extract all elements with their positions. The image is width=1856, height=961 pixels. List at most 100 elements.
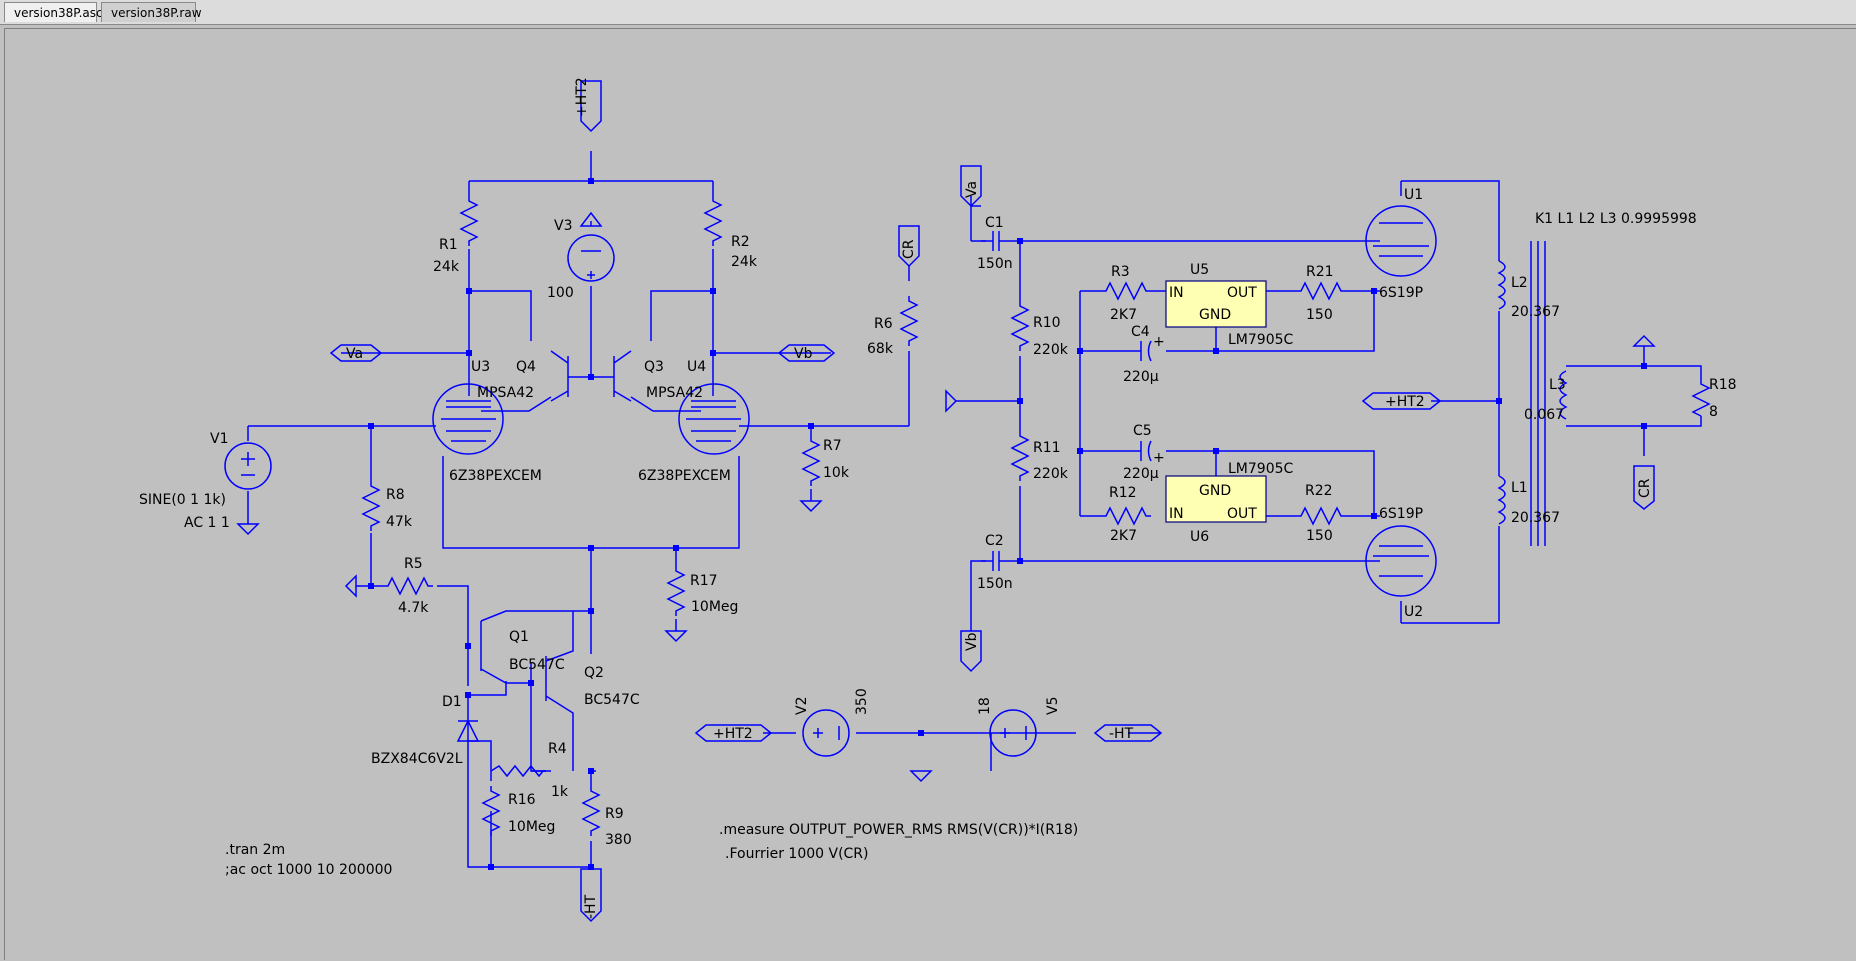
label-r11: R11 xyxy=(1033,440,1061,456)
transistors xyxy=(480,350,632,701)
resistor-r21 xyxy=(1296,281,1346,301)
tubes xyxy=(432,205,1437,597)
resistor-r9 xyxy=(581,786,601,836)
value-r21: 150 xyxy=(1306,307,1333,323)
capacitor-c4 xyxy=(1140,340,1152,362)
label-q1: Q1 xyxy=(509,629,529,645)
value-r5: 4.7k xyxy=(398,600,429,616)
label-q4: Q4 xyxy=(516,359,536,375)
label-r2: R2 xyxy=(731,234,750,250)
label-r12: R12 xyxy=(1109,485,1137,501)
resistor-r2 xyxy=(703,196,723,246)
label-c4: C4 xyxy=(1131,324,1150,340)
label-l1: L1 xyxy=(1511,480,1528,496)
value-c2: 150n xyxy=(977,576,1013,592)
net-label-vb-left: Vb xyxy=(794,346,813,362)
label-r4: R4 xyxy=(548,741,567,757)
voltage-source-v1 xyxy=(224,442,272,490)
value-r2: 24k xyxy=(731,254,758,270)
model-q2: BC547C xyxy=(584,692,640,708)
label-v3: V3 xyxy=(554,218,572,234)
zener-diode-d1 xyxy=(456,719,480,742)
value-r6: 68k xyxy=(867,341,894,357)
net-label-va-left: Va xyxy=(346,346,363,362)
label-r7: R7 xyxy=(823,438,842,454)
model-q1: BC547C xyxy=(509,657,565,673)
value-r8: 47k xyxy=(386,514,413,530)
resistor-symbols xyxy=(361,196,1711,836)
value-r17: 10Meg xyxy=(691,599,738,615)
resistor-r17 xyxy=(666,566,686,616)
u6-pin-out: OUT xyxy=(1227,506,1257,522)
tab-raw-file[interactable]: version38P.raw xyxy=(101,2,202,22)
transformer xyxy=(1497,241,1568,546)
value-c1: 150n xyxy=(977,256,1013,272)
tab-asc-file[interactable]: version38P.asc xyxy=(4,2,103,22)
value-r18: 8 xyxy=(1709,404,1718,420)
coupling-k1: K1 L1 L2 L3 0.9995998 xyxy=(1535,211,1697,227)
net-label-cr-top: CR xyxy=(901,239,917,259)
label-v1: V1 xyxy=(210,431,228,447)
tube-u3 xyxy=(432,383,504,455)
net-label-ht2-bottom: +HT2 xyxy=(713,726,753,742)
value-l3: 0.067 xyxy=(1524,407,1564,423)
tube-u1 xyxy=(1365,205,1437,277)
voltage-source-v5 xyxy=(989,709,1037,757)
label-r9: R9 xyxy=(605,806,624,822)
label-d1: D1 xyxy=(442,694,462,710)
label-c2: C2 xyxy=(985,533,1004,549)
value-l2: 20.367 xyxy=(1511,304,1560,320)
schematic-canvas[interactable]: +HT2 R1 24k R2 24k V3 100 Va Vb U3 Q4 MP… xyxy=(4,28,1856,960)
voltage-source-v3 xyxy=(567,234,615,282)
label-r1: R1 xyxy=(439,237,458,253)
label-r8: R8 xyxy=(386,487,405,503)
value-l1: 20.367 xyxy=(1511,510,1560,526)
regulator-u5-body xyxy=(1165,280,1267,328)
model-q3: MPSA42 xyxy=(646,385,703,401)
resistor-r8 xyxy=(361,481,381,531)
label-u5: U5 xyxy=(1190,262,1209,278)
value-v2: 350 xyxy=(854,688,870,715)
u6-pin-gnd: GND xyxy=(1199,483,1231,499)
label-u4: U4 xyxy=(687,359,706,375)
model-d1: BZX84C6V2L xyxy=(371,751,463,767)
label-r17: R17 xyxy=(690,573,718,589)
model-q4: MPSA42 xyxy=(477,385,534,401)
resistor-r18 xyxy=(1691,381,1711,417)
label-q2: Q2 xyxy=(584,665,604,681)
label-r16: R16 xyxy=(508,792,536,808)
resistor-r16 xyxy=(481,786,501,836)
directive-fourier: .Fourrier 1000 V(CR) xyxy=(725,846,869,862)
transistor-q3 xyxy=(613,350,632,402)
label-u1: U1 xyxy=(1404,187,1423,203)
c4-plus: + xyxy=(1153,334,1165,350)
net-label-ht-right: -HT xyxy=(1109,726,1134,742)
schematic-text: +HT2 R1 24k R2 24k V3 100 Va Vb U3 Q4 MP… xyxy=(139,77,1737,919)
label-u3: U3 xyxy=(471,359,490,375)
u5-pin-in: IN xyxy=(1169,285,1184,301)
resistor-r11 xyxy=(1010,431,1030,481)
v1-sine: SINE(0 1 1k) xyxy=(139,492,226,508)
value-r3: 2K7 xyxy=(1110,307,1137,323)
value-c5: 220µ xyxy=(1123,466,1159,482)
label-c5: C5 xyxy=(1133,423,1152,439)
label-r22: R22 xyxy=(1305,483,1333,499)
c5-plus: + xyxy=(1153,450,1165,466)
net-label-va-right: Va xyxy=(964,181,980,198)
model-u3: 6Z38PEXCEM xyxy=(449,468,542,484)
ground-symbols xyxy=(236,211,1656,783)
capacitor-c2 xyxy=(981,551,1009,571)
u5-pin-out: OUT xyxy=(1227,285,1257,301)
value-v5: 18 xyxy=(977,697,993,715)
resistor-r3 xyxy=(1101,281,1151,301)
label-u2: U2 xyxy=(1404,604,1423,620)
model-u6: LM7905C xyxy=(1228,461,1294,477)
tube-u4 xyxy=(678,383,750,455)
value-r12: 2K7 xyxy=(1110,528,1137,544)
model-u5: LM7905C xyxy=(1228,332,1294,348)
net-label-ht2-top: +HT2 xyxy=(574,77,590,117)
resistor-r4 xyxy=(490,764,551,778)
value-r16: 10Meg xyxy=(508,819,555,835)
voltage-source-v2 xyxy=(802,709,850,757)
value-r9: 380 xyxy=(605,832,632,848)
